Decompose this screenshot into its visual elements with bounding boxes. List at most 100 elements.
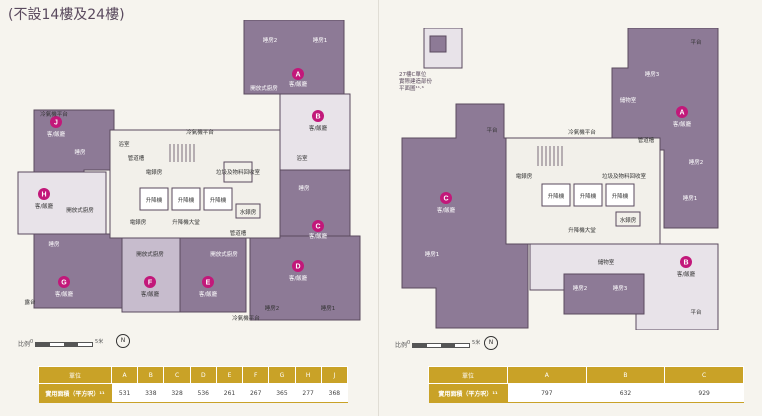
elec-room-label: 電錶房 bbox=[146, 168, 163, 176]
storeroom-label: 儲物室 bbox=[598, 258, 615, 266]
north-arrow-icon-right: N bbox=[484, 336, 498, 350]
lift-2-label: 升降機 bbox=[178, 196, 195, 204]
storeroom-label-2: 儲物室 bbox=[620, 96, 637, 104]
flat-roof-label: 露台 bbox=[24, 298, 36, 306]
unit-g bbox=[33, 233, 123, 309]
svg-text:C: C bbox=[315, 224, 320, 231]
unit-b-bedroom-block bbox=[563, 273, 645, 315]
divider bbox=[378, 0, 379, 416]
unit-b-right-bedroom3: 睡房3 bbox=[613, 284, 628, 292]
unit-a-right-bedroom3: 睡房3 bbox=[645, 70, 660, 78]
value-g: 365 bbox=[268, 383, 296, 403]
water-meter-label: 水錶房 bbox=[240, 208, 257, 216]
platform-label-3: 平台 bbox=[690, 308, 702, 316]
bath-label: 浴室 bbox=[118, 140, 130, 148]
unit-j-bedroom: 睡房 bbox=[74, 148, 86, 156]
lift-lobby-right-label: 升降機大堂 bbox=[568, 226, 596, 234]
refuse-room-right-label: 垃圾及物料回收室 bbox=[602, 172, 647, 180]
lift-3 bbox=[203, 187, 233, 211]
scale-bar-right bbox=[412, 343, 471, 348]
pipe-duct-right-label: 管道槽 bbox=[638, 136, 655, 144]
north-arrow-icon: N bbox=[116, 334, 130, 348]
svg-text:J: J bbox=[54, 120, 58, 127]
col-c: C bbox=[163, 366, 191, 384]
staircase bbox=[169, 144, 195, 162]
col-a-right: A bbox=[507, 366, 587, 384]
value-j: 368 bbox=[321, 383, 348, 403]
svg-text:E: E bbox=[206, 280, 211, 287]
scale-right: 比例0 5米 bbox=[395, 340, 481, 349]
unit-header-right: 單位 bbox=[428, 366, 508, 384]
unit-d-name: 客/飯廳 bbox=[289, 274, 308, 282]
area-table-left-header: 單位 A B C D E F G H J bbox=[38, 366, 349, 384]
value-c-right: 929 bbox=[664, 383, 744, 403]
unit-d-bedroom1: 睡房1 bbox=[321, 304, 336, 312]
unit-h-name: 客/飯廳 bbox=[35, 202, 54, 210]
ac-platform-right-label: 冷氣機平台 bbox=[568, 128, 596, 136]
value-b-right: 632 bbox=[586, 383, 665, 403]
unit-c-right bbox=[401, 103, 529, 329]
col-f: F bbox=[242, 366, 270, 384]
unit-g-bedroom: 睡房 bbox=[48, 240, 60, 248]
bedroom-label-c: 睡房 bbox=[298, 184, 310, 192]
refuse-room-label: 垃圾及物料回收室 bbox=[216, 168, 261, 176]
elec-room-label-2: 電錶房 bbox=[130, 218, 147, 226]
col-c-right: C bbox=[664, 366, 744, 384]
unit-a-name: 客/飯廳 bbox=[289, 80, 308, 88]
lift-lobby-label: 升降機大堂 bbox=[172, 218, 200, 226]
unit-c-right-bedroom: 睡房1 bbox=[425, 250, 440, 258]
unit-a bbox=[243, 20, 345, 95]
unit-h-kitchen: 開放式廚房 bbox=[66, 206, 94, 214]
area-table-right-header: 單位 A B C bbox=[428, 366, 744, 384]
unit-g-name: 客/飯廳 bbox=[55, 290, 74, 298]
lift-r3-label: 升降機 bbox=[612, 192, 629, 200]
col-b: B bbox=[137, 366, 165, 384]
svg-text:D: D bbox=[295, 264, 300, 271]
svg-text:F: F bbox=[148, 280, 153, 287]
badge-g: G bbox=[58, 276, 70, 288]
unit-a-bedroom1: 睡房1 bbox=[313, 36, 328, 44]
row-label: 實用面積（平方呎）¹¹ bbox=[38, 383, 112, 403]
badge-h: H bbox=[38, 188, 50, 200]
area-table-left-row: 實用面積（平方呎）¹¹ 531 338 328 536 261 267 365 … bbox=[38, 383, 348, 403]
unit-j-name: 客/飯廳 bbox=[47, 130, 66, 138]
lift-r1 bbox=[541, 183, 571, 207]
water-meter-room bbox=[235, 203, 261, 219]
unit-a-right bbox=[611, 28, 719, 229]
scale-left: 比例0 5米 bbox=[18, 339, 104, 348]
bath-label-2: 浴室 bbox=[296, 154, 308, 162]
svg-text:C: C bbox=[443, 196, 448, 203]
lift-1-label: 升降機 bbox=[146, 196, 163, 204]
lift-3-label: 升降機 bbox=[210, 196, 227, 204]
unit-e bbox=[179, 237, 247, 313]
col-b-right: B bbox=[585, 366, 666, 384]
floor-note: (不設14樓及24樓) bbox=[8, 7, 125, 23]
ac-platform-label-2: 冷氣機平台 bbox=[40, 110, 68, 118]
staircase-right bbox=[537, 146, 563, 166]
col-a: A bbox=[110, 366, 139, 384]
ac-platform-label-3: 冷氣機平台 bbox=[232, 314, 260, 322]
unit-header: 單位 bbox=[38, 366, 112, 384]
lift-r2 bbox=[573, 183, 603, 207]
svg-text:B: B bbox=[315, 114, 320, 121]
badge-c: C bbox=[312, 220, 324, 232]
water-meter-right-label: 水錶房 bbox=[620, 216, 637, 224]
unit-b-right-bedroom2: 睡房2 bbox=[573, 284, 588, 292]
unit-f bbox=[121, 237, 181, 313]
unit-a-right-bedroom1: 睡房1 bbox=[683, 194, 698, 202]
badge-f: F bbox=[144, 276, 156, 288]
value-a-right: 797 bbox=[507, 383, 587, 403]
pipe-duct-label-2: 管道槽 bbox=[230, 229, 247, 237]
pipe-duct-label: 管道槽 bbox=[128, 154, 145, 162]
svg-text:G: G bbox=[61, 280, 67, 287]
value-h: 277 bbox=[295, 383, 322, 403]
unit-f-kitchen: 開放式廚房 bbox=[136, 250, 164, 258]
col-h: H bbox=[294, 366, 322, 384]
lift-r3 bbox=[605, 183, 635, 207]
svg-text:A: A bbox=[679, 110, 684, 117]
col-d: D bbox=[189, 366, 217, 384]
ac-platform-label: 冷氣機平台 bbox=[186, 128, 214, 136]
row-label-right: 實用面積（平方呎）¹¹ bbox=[428, 383, 508, 403]
value-c: 328 bbox=[163, 383, 191, 403]
lift-r2-label: 升降機 bbox=[580, 192, 597, 200]
